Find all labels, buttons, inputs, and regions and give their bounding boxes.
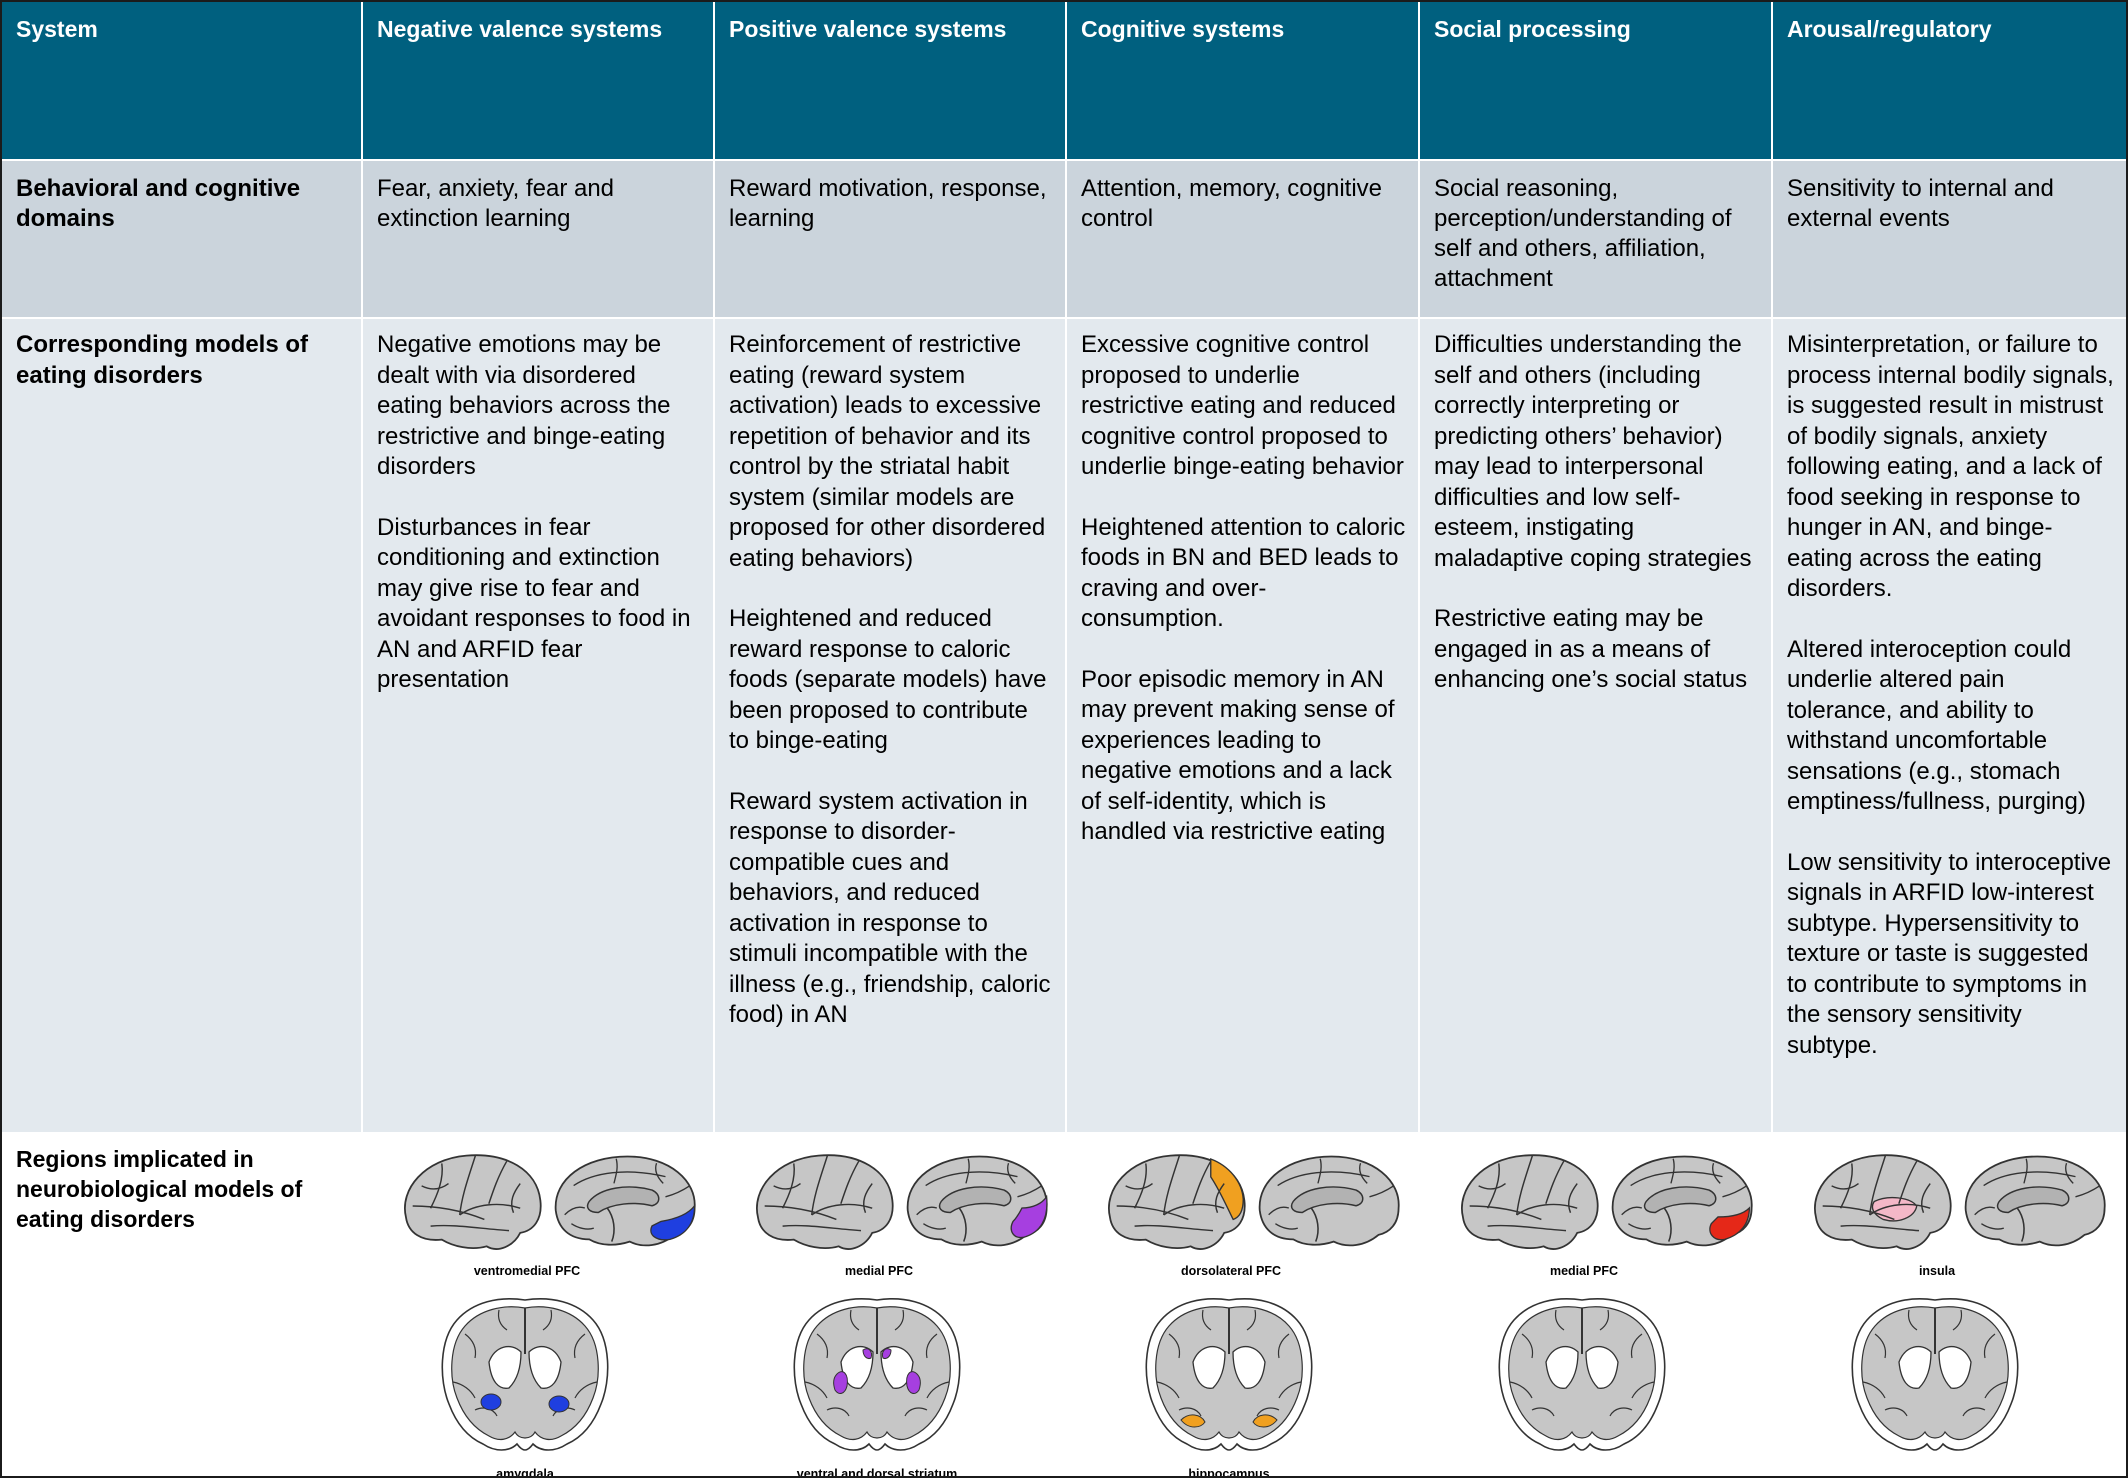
model-paragraph: Disturbances in fear conditioning and ex… (377, 513, 691, 694)
domains-row: Behavioral and cognitive domains Fear, a… (2, 160, 2126, 318)
models-row-label: Corresponding models of eating disorders (2, 318, 363, 1132)
model-paragraph: Poor episodic memory in AN may prevent m… (1081, 665, 1395, 846)
header-positive-valence: Positive valence systems (714, 2, 1067, 160)
models-cell: Reinforcement of restrictive eating (rew… (714, 318, 1067, 1132)
lateral-brain-view (756, 1154, 894, 1250)
medial-brain-view (554, 1155, 696, 1247)
model-paragraph: Difficulties understanding the self and … (1434, 331, 1752, 572)
model-paragraph: Negative emotions may be dealt with via … (377, 331, 671, 480)
header-arousal: Arousal/regulatory (1772, 2, 2126, 160)
regions-row: Regions implicated in neurobiological mo… (2, 1132, 2126, 1478)
upper-region-label: dorsolateral PFC (1180, 1264, 1282, 1278)
models-cell: Misinterpretation, or failure to process… (1772, 318, 2126, 1132)
regions-cell: insula (1772, 1132, 2126, 1476)
upper-region-label: ventromedial PFC (473, 1264, 581, 1278)
model-paragraph: Reward system activation in response to … (729, 787, 1051, 1029)
models-cell: Negative emotions may be dealt with via … (362, 318, 715, 1132)
coronal-brain-view (1145, 1298, 1313, 1451)
header-system: System (2, 2, 363, 160)
domains-cell: Fear, anxiety, fear and extinction learn… (362, 160, 715, 318)
medial-brain-view (1258, 1155, 1400, 1247)
lower-region-label: hippocampus (1188, 1467, 1270, 1478)
lateral-brain-view (1108, 1154, 1246, 1250)
regions-cell: medial PFC (1419, 1132, 1773, 1476)
header-social: Social processing (1419, 2, 1773, 160)
header-negative-valence: Negative valence systems (362, 2, 715, 160)
domains-cell: Social reasoning, perception/understandi… (1419, 160, 1773, 318)
model-paragraph: Altered interoception could underlie alt… (1787, 635, 2086, 816)
coronal-brain-view (1498, 1298, 1666, 1451)
model-paragraph: Restrictive eating may be engaged in as … (1434, 605, 1748, 693)
medial-brain-view (906, 1155, 1048, 1247)
domains-cell: Reward motivation, response, learning (714, 160, 1067, 318)
regions-cell: ventromedial PFC amygdala (362, 1132, 715, 1478)
brain-illustration (404, 1154, 696, 1451)
coronal-brain-view (1851, 1298, 2019, 1451)
coronal-brain-view (441, 1298, 609, 1451)
domains-cell: Sensitivity to internal and external eve… (1772, 160, 2126, 318)
medial-brain-view (1611, 1155, 1753, 1247)
model-paragraph: Misinterpretation, or failure to process… (1787, 331, 2114, 602)
header-row: System Negative valence systems Positive… (2, 2, 2126, 160)
models-row: Corresponding models of eating disorders… (2, 318, 2126, 1132)
domains-row-label: Behavioral and cognitive domains (2, 160, 363, 318)
models-cell: Difficulties understanding the self and … (1419, 318, 1773, 1132)
header-cognitive: Cognitive systems (1066, 2, 1420, 160)
model-paragraph: Heightened attention to caloric foods in… (1081, 513, 1406, 633)
lateral-brain-view (1461, 1154, 1599, 1250)
brain-illustration (756, 1154, 1048, 1451)
brain-illustration (1814, 1154, 2106, 1451)
upper-region-label: medial PFC (1549, 1264, 1619, 1278)
brain-illustration (1461, 1154, 1753, 1451)
medial-brain-view (1964, 1155, 2106, 1247)
model-paragraph: Low sensitivity to interoceptive signals… (1787, 848, 2112, 1059)
model-paragraph: Heightened and reduced reward response t… (729, 605, 1047, 754)
upper-region-label: insula (1918, 1264, 1956, 1278)
regions-cell: medial PFC ventral and dorsal striatum (714, 1132, 1067, 1478)
coronal-brain-view (793, 1298, 961, 1451)
model-paragraph: Excessive cognitive control proposed to … (1081, 331, 1404, 480)
regions-row-label: Regions implicated in neurobiological mo… (2, 1132, 363, 1476)
lower-region-label: amygdala (496, 1467, 554, 1478)
regions-cell: dorsolateral PFC hippocampus (1066, 1132, 1420, 1478)
lateral-brain-view (1814, 1154, 1952, 1250)
model-paragraph: Reinforcement of restrictive eating (rew… (729, 331, 1046, 572)
domains-cell: Attention, memory, cognitive control (1066, 160, 1420, 318)
upper-region-label: medial PFC (844, 1264, 914, 1278)
lateral-brain-view (404, 1154, 542, 1250)
models-cell: Excessive cognitive control proposed to … (1066, 318, 1420, 1132)
brain-illustration (1108, 1154, 1400, 1451)
lower-region-label: ventral and dorsal striatum (796, 1467, 958, 1478)
